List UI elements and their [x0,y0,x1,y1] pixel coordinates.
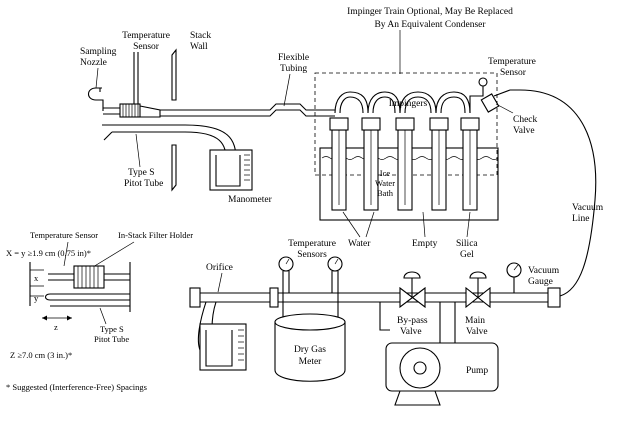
ice-bath-label-2: Water [375,178,395,188]
bypass-valve-label-2: Valve [400,327,422,337]
main-valve-label-1: Main [465,316,485,326]
temperature-sensor-probe-label-1: Temperature [122,31,170,41]
inset-filter-holder-label: In-Stack Filter Holder [118,230,193,240]
empty-label: Empty [412,239,438,249]
orifice-manometer [197,301,247,371]
inset-x-label: x [34,273,39,283]
flexible-tubing [258,103,335,111]
flexible-tubing-label-1: Flexible [278,53,309,63]
inset-xy-spacing-label: X = y ≥1.9 cm (0.75 in)* [6,248,91,258]
vacuum-line [519,89,597,297]
dry-gas-meter [274,313,346,382]
bypass-valve-label-1: By-pass [397,316,428,326]
pump-label: Pump [466,366,488,376]
impingers-label: Impingers [389,99,428,109]
impinger-train-note-line1: Impinger Train Optional, May Be Replaced [347,7,513,17]
dry-gas-meter-label-1: Dry Gas [294,345,326,355]
check-valve-label-1: Check [513,115,538,125]
main-valve [465,271,491,309]
temperature-sensor-outlet-label-2: Sensor [500,68,527,78]
main-valve-label-2: Valve [466,327,488,337]
inset-probe-assembly [29,262,131,312]
ice-bath-label-1: Ice [380,168,391,178]
flexible-tubing-label-2: Tubing [280,64,307,74]
sampling-probe [87,87,258,118]
temperature-sensor-outlet-label-1: Temperature [488,57,536,67]
temperature-sensors-label-2: Sensors [297,250,327,260]
inset-type-s-label-2: Pitot Tube [94,334,129,344]
manometer [209,149,253,191]
water-label: Water [348,239,371,249]
silica-gel-label-1: Silica [456,239,478,249]
check-valve [480,93,500,113]
inset-z-label: z [54,322,58,332]
type-s-pitot-label-2: Pitot Tube [124,179,163,189]
inset-temperature-sensor-label: Temperature Sensor [30,230,98,240]
type-s-pitot-label-1: Type S [128,168,155,178]
vacuum-gauge-label-1: Vacuum [528,266,560,276]
impinger-bottles [329,91,480,211]
temperature-sensor-outlet [478,77,488,87]
inset-y-label: y [34,293,39,303]
vacuum-line-label-2: Line [572,214,589,224]
vacuum-gauge-label-2: Gauge [528,277,553,287]
inset-type-s-label-1: Type S [100,324,124,334]
stack-wall-upper [171,48,177,101]
inset-z-spacing-label: Z ≥7.0 cm (3 in.)* [10,350,72,360]
pump [385,302,499,406]
stack-wall-label-1: Stack [190,31,211,41]
stack-wall-lower [171,144,177,192]
temperature-sensors-label-1: Temperature [288,239,336,249]
orifice-label: Orifice [206,262,233,273]
impinger-train-note-line2: By An Equivalent Condenser [374,20,486,30]
sampling-nozzle-label-1: Sampling [80,47,117,57]
stack-wall-label-2: Wall [190,42,208,52]
footnote: * Suggested (Interference-Free) Spacings [6,382,147,392]
silica-gel-label-2: Gel [460,250,474,260]
check-valve-label-2: Valve [513,126,535,136]
dry-gas-meter-label-2: Meter [299,357,323,367]
meter-console-line [196,292,555,303]
bypass-valve [399,271,426,309]
manometer-label: Manometer [228,195,273,205]
ice-bath-label-3: Bath [377,188,394,198]
temperature-sensor-probe-label-2: Sensor [133,42,160,52]
vacuum-line-label-1: Vacuum [572,203,604,213]
sampling-nozzle-label-2: Nozzle [80,58,107,68]
